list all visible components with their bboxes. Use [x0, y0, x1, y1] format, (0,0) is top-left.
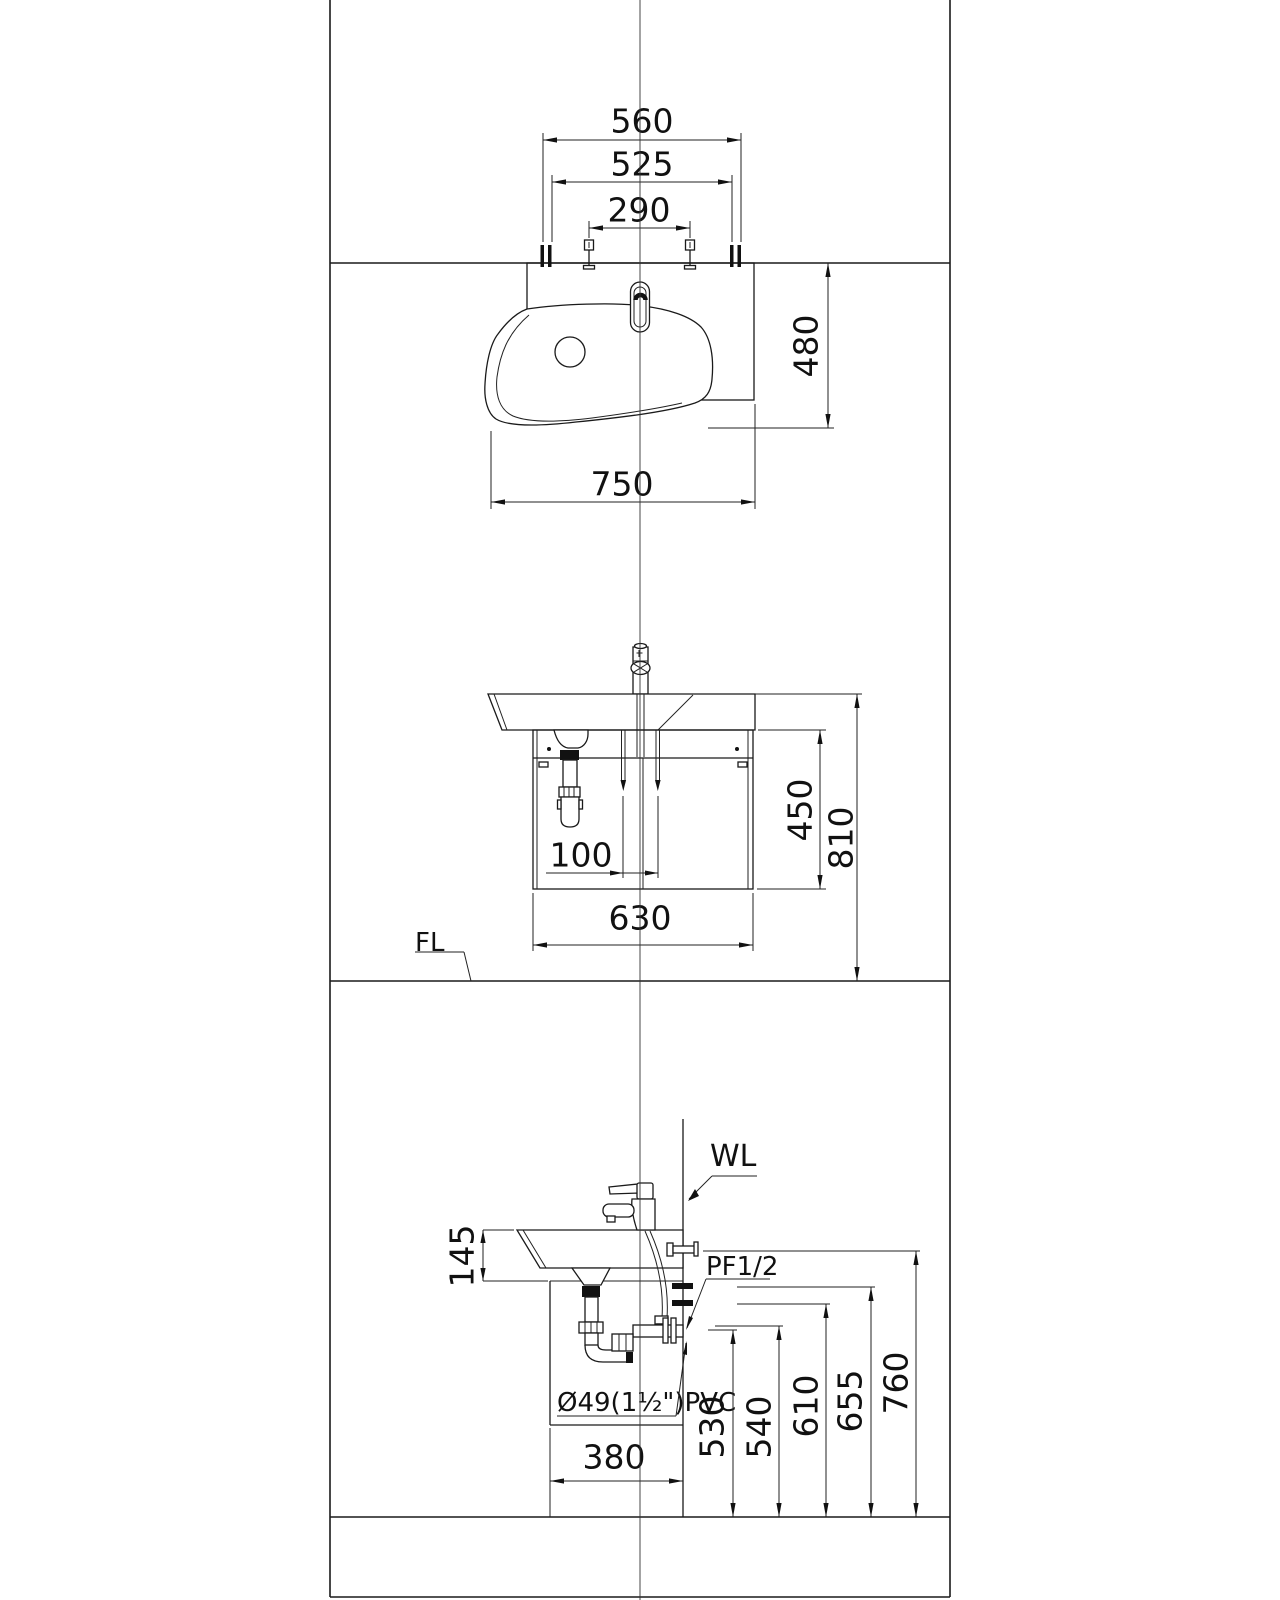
supply-hose [644, 1230, 663, 1319]
dim-lower-anchor-height: 610 [737, 1303, 830, 1517]
drain-pipe-spec-text: Ø49(1½")PVC [557, 1388, 736, 1418]
dim-stop-valve-height: 760 [703, 1250, 920, 1517]
basin-inner-rim [496, 314, 683, 422]
supply-thread-spec-text: PF1/2 [706, 1252, 778, 1282]
wall-line-label: WL [688, 1139, 757, 1201]
dim-text-290: 290 [608, 191, 671, 230]
dim-rim-height: 810 [822, 694, 861, 981]
dim-text-560: 560 [611, 102, 674, 141]
supply-pipes-front [620, 730, 661, 791]
drain-trap-front [553, 729, 589, 828]
side-view: WL [443, 1119, 920, 1517]
dim-total-depth: 480 [708, 263, 834, 429]
floor-line-text: FL [415, 928, 445, 958]
dim-text-655: 655 [831, 1370, 870, 1433]
dim-supply-connect-height: 540 [715, 1325, 783, 1517]
dim-faucet-hole-spacing: 290 [588, 191, 691, 238]
dim-text-145: 145 [443, 1225, 482, 1288]
basin-outline [484, 303, 714, 426]
top-view: 560 525 290 480 [484, 102, 834, 509]
wall-line-text: WL [710, 1139, 757, 1174]
dim-anchor-outer-width: 560 [542, 102, 742, 242]
dim-text-810: 810 [822, 807, 861, 870]
dim-upper-anchor-height: 655 [737, 1286, 875, 1517]
drain-trap-side [570, 1267, 684, 1363]
floor-line-label: FL [415, 928, 472, 982]
anchor-bolt-lower [672, 1300, 693, 1306]
dim-text-480: 480 [787, 315, 826, 378]
faucet-front [630, 642, 651, 695]
dim-text-450: 450 [781, 779, 820, 842]
mounting-studs [582, 239, 697, 270]
dim-text-760: 760 [877, 1352, 916, 1415]
stop-valve [666, 1241, 699, 1257]
dim-text-525: 525 [611, 145, 674, 184]
dim-cabinet-depth: 380 [549, 1428, 683, 1517]
dim-text-610: 610 [787, 1375, 826, 1438]
dim-text-380: 380 [583, 1438, 646, 1477]
dim-basin-apron-height: 145 [443, 1225, 548, 1288]
drain-hole [554, 336, 586, 368]
hinge-left [538, 761, 549, 768]
dim-text-540: 540 [740, 1396, 779, 1459]
front-view: 100 630 450 810 FL [415, 642, 862, 982]
basin-side [515, 1229, 684, 1269]
dim-cabinet-width: 630 [532, 893, 754, 951]
dim-text-100: 100 [550, 836, 613, 875]
wall-anchors [540, 245, 741, 267]
supply-thread-spec-label: PF1/2 [686, 1252, 778, 1330]
dim-supply-spacing: 100 [546, 796, 659, 878]
drain-pipe-spec-label: Ø49(1½")PVC [557, 1341, 736, 1418]
dim-drain-outlet-height: 530 [693, 1329, 737, 1517]
dim-text-750: 750 [591, 465, 654, 504]
faucet-side [602, 1182, 656, 1231]
dim-total-width: 750 [490, 404, 756, 509]
dim-text-530: 530 [693, 1396, 732, 1459]
hinge-right [737, 761, 748, 768]
basin-front [487, 693, 756, 731]
dim-anchor-inner-width: 525 [551, 145, 733, 242]
cabinet-side [549, 1280, 683, 1426]
dim-cabinet-height: 450 [757, 729, 826, 890]
anchor-bolt-upper [672, 1283, 693, 1289]
